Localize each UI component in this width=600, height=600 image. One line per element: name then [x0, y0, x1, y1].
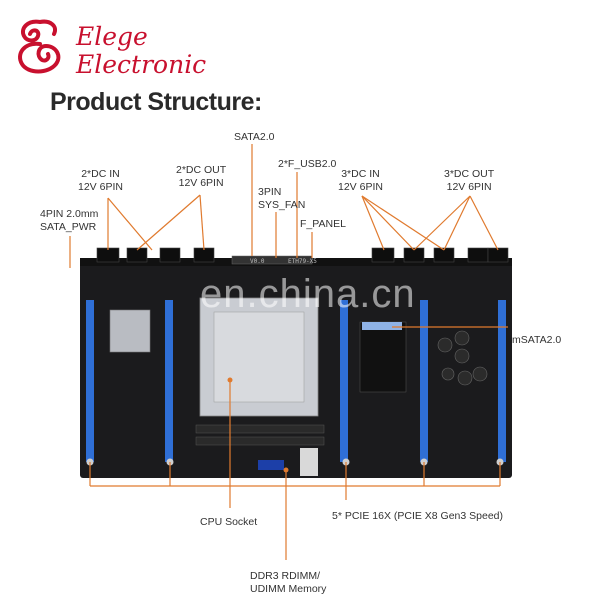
label-msata: mSATA2.0: [512, 334, 562, 346]
brand-logo: Elege Electronic: [10, 14, 206, 84]
power-connectors: [96, 247, 509, 263]
callout-lines: [69, 144, 508, 560]
logo-mark-icon: [18, 19, 61, 74]
cpu-heatsink: [199, 297, 319, 417]
board-silkscreen-2: V0.0: [250, 258, 265, 265]
label-f-panel: F_PANEL: [300, 218, 346, 230]
page-title: Product Structure:: [50, 88, 262, 116]
label-usb2: 2*F_USB2.0: [278, 158, 337, 170]
label-cpu-socket: CPU Socket: [200, 516, 258, 528]
label-ddr3: DDR3 RDIMM/UDIMM Memory: [250, 570, 327, 595]
pcie-slots: [86, 300, 506, 462]
label-sata2: SATA2.0: [234, 131, 275, 143]
watermark: en.china.cn: [200, 272, 416, 316]
board-silkscreen: ETH79-X5: [288, 258, 317, 265]
logo-text-line2: Electronic: [76, 50, 207, 79]
logo-text-line1: Elege: [76, 22, 148, 51]
label-pcie: 5* PCIE 16X (PCIE X8 Gen3 Speed): [332, 510, 504, 522]
